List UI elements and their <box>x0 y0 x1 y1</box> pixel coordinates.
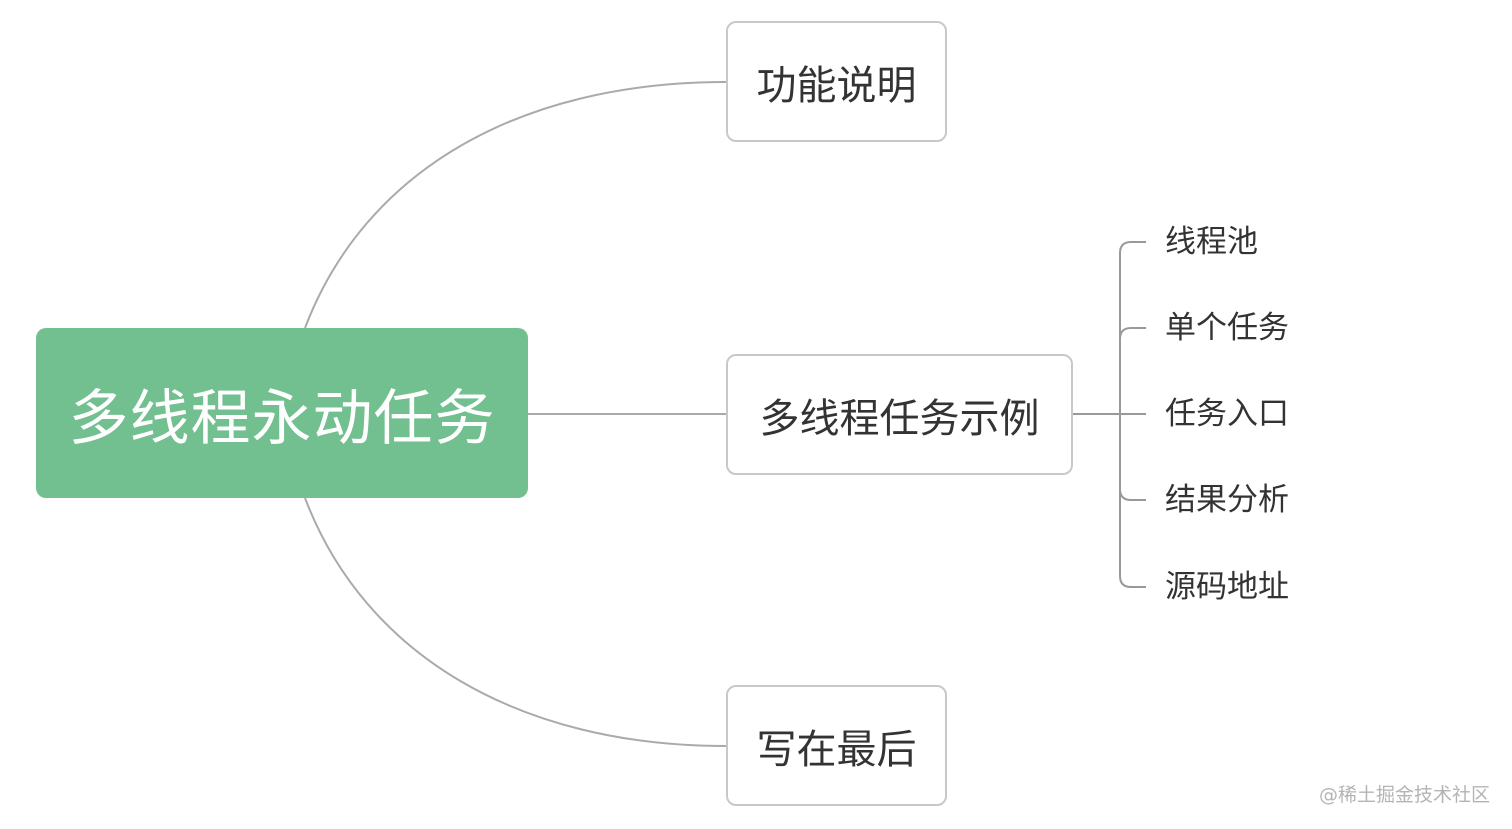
branch-features-label: 功能说明 <box>756 62 917 109</box>
connector-root-to-closing <box>304 497 727 747</box>
sub-topic-result-analysis: 结果分析 <box>1165 482 1289 518</box>
sub-topic-single-task: 单个任务 <box>1165 310 1289 346</box>
branch-features: 功能说明 <box>726 21 947 142</box>
sub-topic-thread-pool: 线程池 <box>1165 224 1258 260</box>
connector-root-to-features <box>304 81 727 329</box>
watermark: @稀土掘金技术社区 <box>1318 784 1490 806</box>
sub-topic-source-code: 源码地址 <box>1165 569 1289 605</box>
sub-topic-task-entry: 任务入口 <box>1165 396 1289 432</box>
root-topic: 多线程永动任务 <box>36 328 528 498</box>
bracket-sub-topics <box>1073 241 1146 588</box>
branch-closing-label: 写在最后 <box>756 726 917 773</box>
branch-example: 多线程任务示例 <box>726 354 1073 475</box>
root-topic-label: 多线程永动任务 <box>68 383 496 454</box>
branch-example-label: 多线程任务示例 <box>759 395 1040 442</box>
branch-closing: 写在最后 <box>726 685 947 806</box>
